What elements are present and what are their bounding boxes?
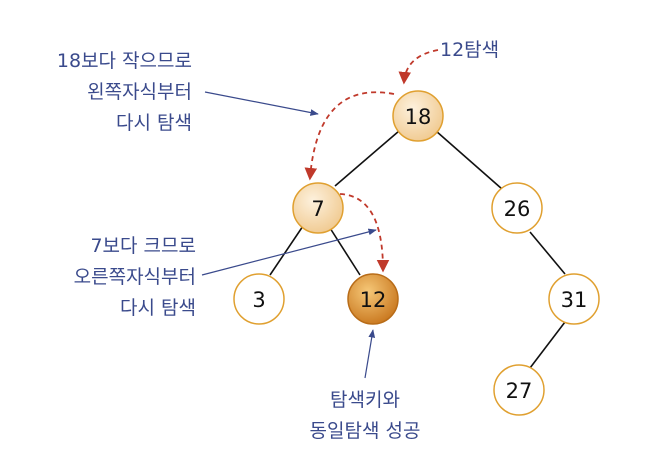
right-note-line-2: 오른쪽자식부터 (74, 266, 196, 288)
right-note-line-1: 7보다 크므로 (90, 235, 196, 257)
tree-node-18: 18 (392, 90, 444, 142)
tree-edges (269, 130, 566, 369)
tree-node-27: 27 (493, 364, 545, 416)
search-arrow-7-to-12 (339, 193, 390, 273)
node-label-31: 31 (561, 288, 588, 312)
search-path (304, 49, 439, 273)
node-label-26: 26 (504, 197, 531, 221)
edge-18-7 (334, 130, 400, 187)
edge-7-12 (329, 227, 361, 276)
search-arrow-start (398, 49, 439, 85)
pointer-right-note (201, 228, 377, 276)
node-label-27: 27 (506, 379, 533, 403)
right-note-line-3: 다시 탐색 (120, 297, 196, 319)
edge-31-27 (529, 321, 566, 369)
edge-7-3 (269, 225, 304, 276)
tree-node-31: 31 (548, 273, 600, 325)
tree-node-3: 3 (233, 273, 285, 325)
edge-26-31 (529, 231, 566, 275)
left-note-line-1: 18보다 작으므로 (57, 50, 192, 72)
right-note: 7보다 크므로 오른쪽자식부터 다시 탐색 (74, 235, 196, 319)
found-note: 탐색키와 동일탐색 성공 (310, 389, 421, 442)
left-note-line-2: 왼쪽자식부터 (87, 81, 192, 103)
tree-node-7: 7 (292, 182, 344, 234)
left-note-line-3: 다시 탐색 (116, 112, 192, 134)
left-note: 18보다 작으므로 왼쪽자식부터 다시 탐색 (57, 50, 192, 134)
tree-node-12: 12 (347, 273, 399, 325)
found-note-line-2: 동일탐색 성공 (310, 420, 421, 442)
annotation-pointers (201, 91, 377, 379)
node-label-18: 18 (405, 105, 432, 129)
node-label-7: 7 (311, 197, 324, 221)
tree-node-26: 26 (491, 182, 543, 234)
node-label-3: 3 (252, 288, 265, 312)
pointer-left-note (204, 91, 319, 116)
search-arrow-18-to-7 (304, 91, 395, 181)
pointer-found-note (364, 329, 376, 379)
search-key-label: 12탐색 (440, 39, 499, 61)
found-note-line-1: 탐색키와 (330, 389, 400, 411)
node-label-12: 12 (360, 288, 387, 312)
edge-18-26 (435, 130, 503, 190)
